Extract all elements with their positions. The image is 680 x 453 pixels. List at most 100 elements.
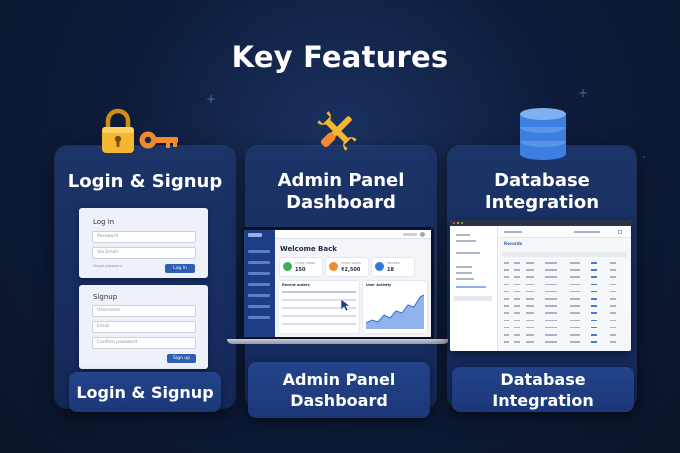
table-cell — [570, 262, 580, 264]
table-row[interactable] — [282, 307, 356, 309]
table-cell — [526, 290, 534, 293]
maximize-icon[interactable] — [461, 222, 463, 224]
table-cell — [570, 334, 580, 336]
dashboard-logo — [248, 233, 262, 237]
user-activity-title: User Activity — [366, 283, 392, 287]
sidebar-item[interactable] — [248, 261, 270, 264]
table-cell — [570, 290, 580, 293]
dashboard-preview: Welcome Back TOTAL USERS 150 TOTAL SALES… — [244, 230, 431, 337]
sidebar-item[interactable] — [456, 240, 476, 242]
table-cell — [610, 305, 616, 307]
table-cell — [591, 262, 597, 264]
forgot-password-link[interactable]: Forgot password — [93, 264, 122, 268]
stat-card: TOTAL USERS 150 — [280, 258, 322, 276]
toolbar-item[interactable] — [504, 231, 522, 233]
sidebar-item[interactable] — [456, 272, 472, 274]
stat-card: TOTAL SALES ₹2,500 — [326, 258, 368, 276]
minimize-icon[interactable] — [457, 222, 459, 224]
toolbar-item[interactable] — [574, 231, 600, 233]
sparkle-icon: + — [206, 92, 217, 106]
feature-heading-database-line1: Database — [494, 170, 590, 191]
stat-card: ORDERS 18 — [372, 258, 414, 276]
lock-and-key-icon — [100, 108, 182, 160]
table-cell — [570, 326, 580, 329]
dashboard-topbar — [275, 230, 431, 239]
stat-label: ORDERS — [387, 261, 400, 265]
username-field[interactable]: Username — [92, 305, 196, 317]
password-field[interactable]: Password — [92, 231, 196, 243]
table-cell — [610, 290, 616, 293]
sidebar-button[interactable] — [454, 296, 492, 301]
feature-heading-database: Database Integration — [448, 170, 636, 214]
stat-value: 150 — [295, 267, 306, 273]
table-cell — [591, 269, 597, 271]
stat-value: ₹2,500 — [341, 267, 361, 273]
users-icon — [283, 262, 292, 271]
sidebar-item[interactable] — [248, 316, 270, 319]
table-cell — [526, 269, 534, 271]
table-cell — [545, 334, 557, 336]
table-cell — [610, 319, 616, 322]
sidebar-item[interactable] — [248, 305, 270, 308]
table-cell — [570, 341, 580, 343]
signup-email-field[interactable]: Email — [92, 321, 196, 333]
table-cell — [610, 262, 616, 264]
cursor-icon — [340, 298, 351, 312]
table-cell — [591, 290, 597, 293]
table-cell — [514, 334, 520, 336]
settings-icon[interactable] — [618, 230, 622, 234]
feature-heading-admin: Admin Panel Dashboard — [246, 170, 436, 214]
table-cell — [545, 341, 557, 343]
email-field[interactable]: Via Email — [92, 247, 196, 259]
table-row[interactable] — [282, 315, 356, 317]
activity-area-chart — [366, 294, 424, 329]
table-cell — [526, 305, 534, 307]
sparkle-icon: · — [642, 150, 646, 164]
signup-form-title: Signup — [93, 293, 118, 301]
close-icon[interactable] — [453, 222, 455, 224]
table-cell — [610, 326, 616, 329]
table-cell — [545, 276, 557, 278]
feature-label-login: Login & Signup — [69, 372, 221, 412]
login-form-title: Log in — [93, 218, 115, 226]
table-row[interactable] — [282, 323, 356, 325]
avatar[interactable] — [420, 232, 425, 237]
sidebar-item[interactable] — [456, 234, 470, 236]
table-cell — [504, 341, 509, 343]
table-cell — [504, 298, 509, 300]
table-cell — [526, 276, 534, 278]
login-form-preview: Log in Password Via Email Forgot passwor… — [79, 208, 208, 278]
table-cell — [545, 319, 557, 322]
sidebar-item[interactable] — [248, 283, 270, 286]
table-cell — [514, 276, 520, 278]
table-cell — [504, 269, 509, 271]
table-cell — [545, 298, 557, 300]
table-cell — [514, 326, 520, 329]
laptop-screen: Welcome Back TOTAL USERS 150 TOTAL SALES… — [241, 227, 434, 340]
feature-heading-admin-line2: Dashboard — [286, 192, 396, 213]
table-cell — [526, 283, 534, 286]
wrench-screwdriver-icon — [314, 108, 360, 158]
confirm-password-field[interactable]: Confirm password — [92, 337, 196, 349]
login-button[interactable]: Log In — [165, 264, 195, 273]
sidebar-item[interactable] — [456, 252, 480, 254]
table-cell — [514, 319, 520, 322]
table-cell — [570, 276, 580, 278]
feature-label-admin: Admin Panel Dashboard — [248, 362, 430, 418]
sidebar-item[interactable] — [456, 266, 472, 268]
table-cell — [591, 283, 597, 286]
sidebar-item[interactable] — [456, 278, 474, 280]
page-title: Key Features — [231, 40, 449, 74]
sidebar-item[interactable] — [248, 250, 270, 253]
stat-value: 18 — [387, 267, 394, 273]
table-cell — [514, 262, 520, 264]
table-cell — [591, 276, 597, 278]
sidebar-item[interactable] — [248, 272, 270, 275]
table-row[interactable] — [282, 299, 356, 301]
signup-button[interactable]: Sign up — [167, 354, 196, 363]
table-cell — [526, 262, 534, 264]
sidebar-item[interactable] — [248, 294, 270, 297]
table-cell — [545, 269, 557, 271]
table-cell — [526, 312, 534, 314]
sidebar-item[interactable] — [456, 286, 486, 288]
